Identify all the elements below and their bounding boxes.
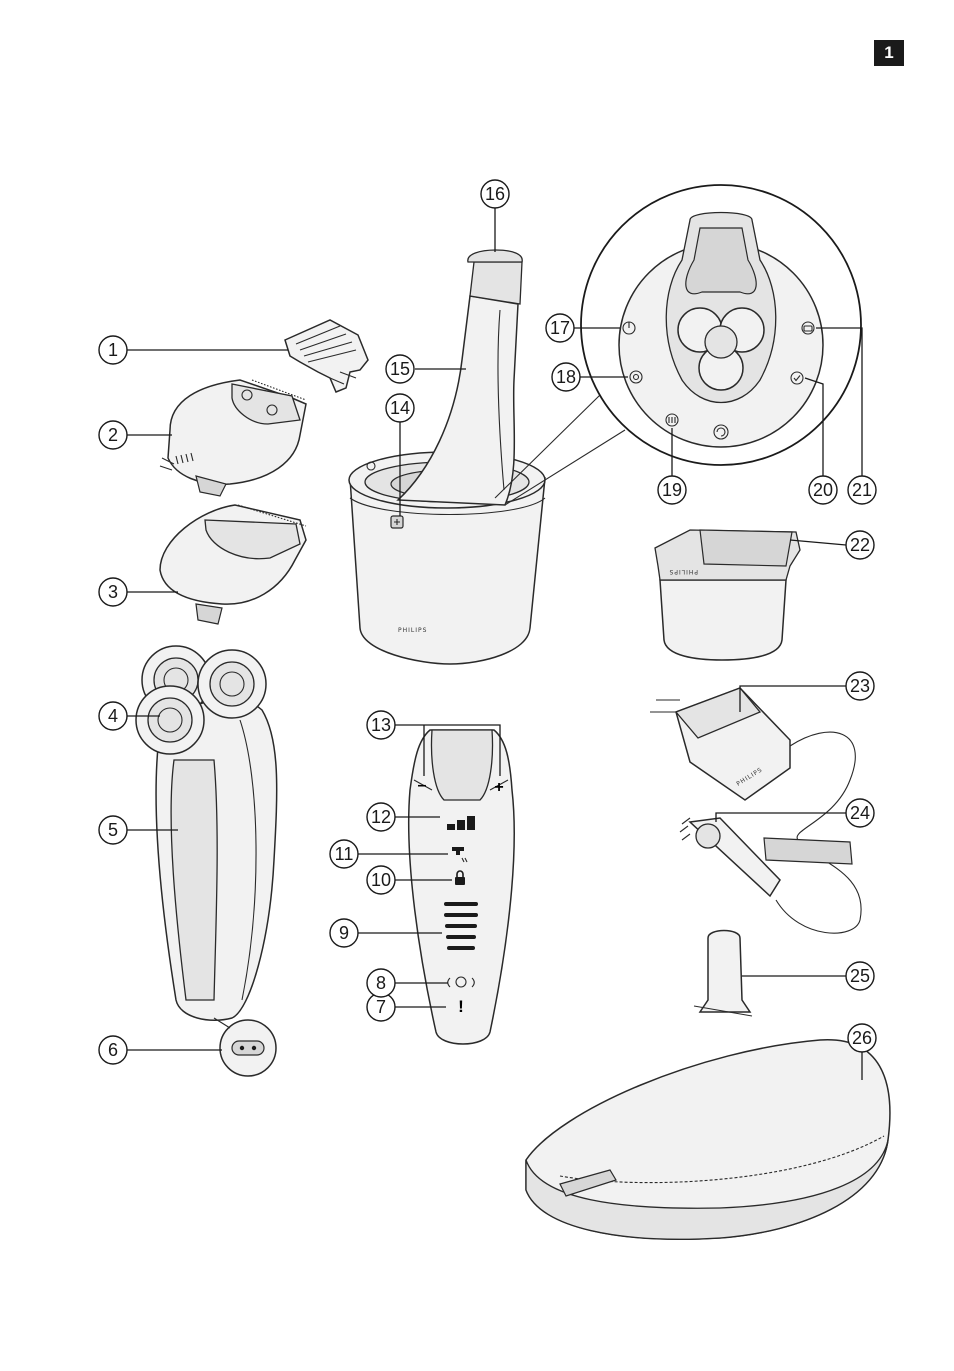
cleaning-icon [629, 370, 643, 384]
callout-19: 19 [657, 475, 687, 505]
svg-text:4: 4 [108, 706, 118, 726]
shaver-handle [155, 698, 278, 1021]
battery-level-icon [444, 902, 478, 950]
svg-text:25: 25 [850, 966, 870, 986]
callout-18: 18 [551, 362, 581, 392]
callout-4: 4 [98, 701, 128, 731]
rotate-icon [713, 424, 729, 440]
svg-text:14: 14 [390, 398, 410, 418]
svg-text:10: 10 [371, 870, 391, 890]
svg-text:6: 6 [108, 1040, 118, 1060]
drying-icon [665, 413, 679, 427]
precision-trimmer-attachment [159, 504, 307, 625]
svg-text:26: 26 [852, 1028, 872, 1048]
callout-12: 12 [366, 802, 396, 832]
callout-14: 14 [385, 393, 415, 423]
handle-control-panel: – + ! [407, 729, 515, 1045]
svg-text:22: 22 [850, 535, 870, 555]
callout-11: 11 [329, 839, 359, 869]
callout-9: 9 [329, 918, 359, 948]
callout-16: 16 [480, 179, 510, 209]
speed-minus-button[interactable]: – [418, 777, 427, 794]
leader-lines [127, 208, 863, 1080]
cartridge-philips-logo: PHILIPS [669, 568, 698, 575]
callout-13: 13 [366, 710, 396, 740]
faucet-icon [452, 847, 468, 863]
ready-icon [790, 371, 804, 385]
callout-10: 10 [366, 865, 396, 895]
replace-heads-warning-icon: ! [458, 997, 464, 1016]
lock-icon [455, 870, 465, 885]
cartridge-cap [467, 249, 523, 263]
svg-text:18: 18 [556, 367, 576, 387]
svg-text:17: 17 [550, 318, 570, 338]
page-number-tab: 1 [874, 40, 904, 66]
callout-25: 25 [845, 961, 875, 991]
callout-2: 2 [98, 420, 128, 450]
callout-15: 15 [385, 354, 415, 384]
callout-23: 23 [845, 671, 875, 701]
svg-text:19: 19 [662, 480, 682, 500]
socket-for-small-plug [213, 1017, 277, 1077]
hanger [693, 929, 753, 1017]
callout-8: 8 [366, 968, 396, 998]
svg-text:12: 12 [371, 807, 391, 827]
cleaning-system: PHILIPS [348, 261, 546, 665]
callout-5: 5 [98, 815, 128, 845]
svg-text:15: 15 [390, 359, 410, 379]
svg-text:2: 2 [108, 425, 118, 445]
cleaning-cartridge: PHILIPS [654, 529, 801, 661]
stand-philips-logo: PHILIPS [398, 627, 427, 634]
control-panel-zoom [580, 184, 862, 466]
callout-22: 22 [845, 530, 875, 560]
beard-styler-comb [284, 319, 369, 393]
callout-1: 1 [98, 335, 128, 365]
callout-6: 6 [98, 1035, 128, 1065]
svg-text:16: 16 [485, 184, 505, 204]
callout-21: 21 [847, 475, 877, 505]
callout-20: 20 [808, 475, 838, 505]
svg-text:21: 21 [852, 480, 872, 500]
callout-24: 24 [845, 798, 875, 828]
svg-text:7: 7 [376, 997, 386, 1017]
svg-text:11: 11 [335, 844, 354, 864]
cartridge-icon [801, 321, 815, 335]
callout-26: 26 [847, 1023, 877, 1053]
svg-text:24: 24 [850, 803, 870, 823]
svg-text:1: 1 [108, 340, 118, 360]
beard-styler-attachment [159, 379, 307, 497]
svg-text:23: 23 [850, 676, 870, 696]
adapter: PHILIPS [650, 687, 862, 934]
power-icon [622, 321, 636, 335]
svg-text:5: 5 [108, 820, 118, 840]
svg-text:3: 3 [108, 582, 118, 602]
speed-plus-button[interactable]: + [494, 779, 503, 796]
pouch [525, 1039, 891, 1240]
svg-text:20: 20 [813, 480, 833, 500]
speed-bars-icon [447, 816, 475, 830]
small-plug [679, 817, 853, 898]
callout-17: 17 [545, 313, 575, 343]
svg-text:13: 13 [371, 715, 391, 735]
callout-3: 3 [98, 577, 128, 607]
shaving-unit [135, 645, 267, 755]
svg-text:8: 8 [376, 973, 386, 993]
svg-text:9: 9 [339, 923, 349, 943]
